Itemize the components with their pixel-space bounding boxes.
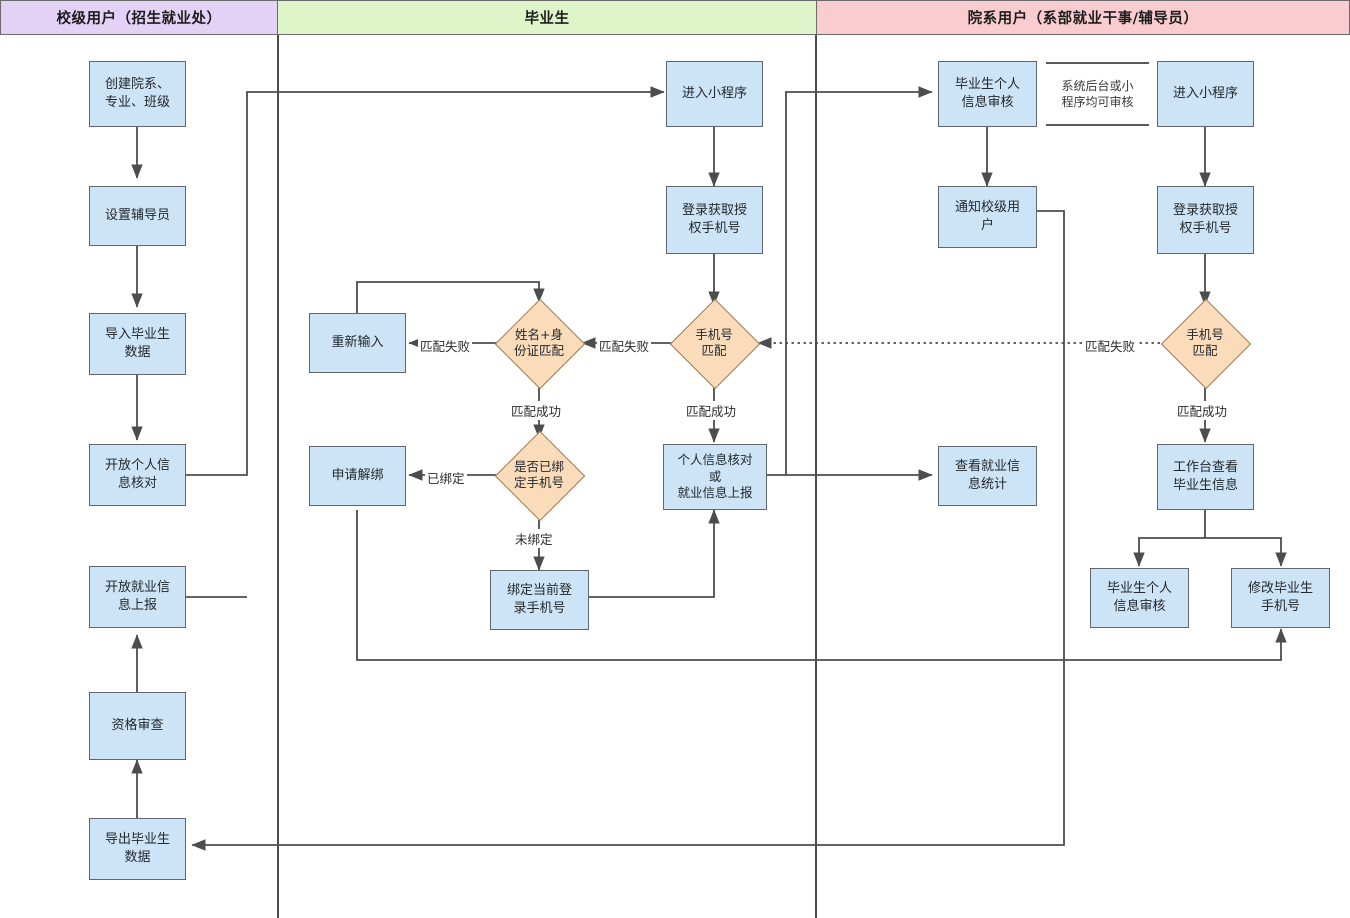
edge-label-grad-phonematch-ok: 匹配成功	[684, 401, 739, 420]
edge-label-unbound: 未绑定	[513, 529, 555, 548]
lane-divider-1	[277, 35, 279, 918]
node-grad-unbind-request[interactable]: 申请解绑	[309, 446, 406, 506]
node-grad-bind-current-phone[interactable]: 绑定当前登 录手机号	[490, 570, 589, 630]
node-dept-workbench[interactable]: 工作台查看 毕业生信息	[1157, 444, 1254, 510]
node-qualification-review[interactable]: 资格审查	[89, 692, 186, 760]
note-audit-channels: 系统后台或小 程序均可审核	[1046, 62, 1149, 126]
edge-label-dept-phonematch-ok: 匹配成功	[1175, 401, 1230, 420]
node-dept-grad-audit-label: 毕业生个人 信息审核	[954, 77, 1020, 110]
edge-label-bound: 已绑定	[425, 468, 467, 487]
node-dept-modify-grad-phone-label: 修改毕业生 手机号	[1247, 581, 1313, 614]
node-grad-bound-question-label: 是否已绑 定手机号	[513, 458, 564, 490]
node-grad-enter-app-label: 进入小程序	[681, 86, 747, 102]
node-create-org[interactable]: 创建院系、 专业、班级	[89, 61, 186, 127]
node-set-counselor-label: 设置辅导员	[104, 208, 170, 224]
node-grad-login-phone[interactable]: 登录获取授 权手机号	[666, 186, 763, 254]
node-grad-enter-app[interactable]: 进入小程序	[666, 61, 763, 127]
node-qualification-review-label: 资格审查	[111, 718, 164, 734]
edge-bindphone-to-report	[589, 509, 720, 598]
node-dept-notify-school[interactable]: 通知校级用 户	[938, 186, 1037, 248]
edge-notify-to-export	[191, 210, 1065, 851]
lane-header-department: 院系用户（系部就业干事/辅导员）	[816, 0, 1350, 35]
edge-label-phonematch-fail: 匹配失败	[597, 336, 652, 355]
node-import-data[interactable]: 导入毕业生 数据	[89, 313, 186, 375]
node-grad-reinput-label: 重新输入	[331, 335, 384, 351]
edge-workbench-to-audit2	[1133, 510, 1206, 567]
node-dept-login-phone[interactable]: 登录获取授 权手机号	[1157, 186, 1254, 254]
edge-openpersonal-to-enterapp	[186, 86, 665, 476]
node-dept-grad-audit-2[interactable]: 毕业生个人 信息审核	[1090, 568, 1189, 628]
lane-divider-2	[815, 35, 817, 918]
node-open-employment-report[interactable]: 开放就业信 息上报	[89, 566, 186, 628]
node-open-personal-check-label: 开放个人信 息核对	[104, 458, 170, 491]
lane-header-graduate-label: 毕业生	[524, 11, 570, 27]
node-import-data-label: 导入毕业生 数据	[104, 327, 170, 360]
node-dept-phone-match[interactable]: 手机号 匹配	[1160, 298, 1252, 390]
node-open-employment-report-label: 开放就业信 息上报	[104, 580, 170, 613]
node-grad-name-id-match[interactable]: 姓名+身 份证匹配	[494, 298, 586, 390]
node-grad-bound-question[interactable]: 是否已绑 定手机号	[494, 430, 586, 522]
node-open-personal-check[interactable]: 开放个人信 息核对	[89, 444, 186, 506]
edge-workbench-to-modifyphone	[1205, 537, 1287, 567]
node-grad-unbind-request-label: 申请解绑	[331, 468, 384, 484]
edge-label-nameid-fail: 匹配失败	[418, 336, 473, 355]
node-grad-bind-current-phone-label: 绑定当前登 录手机号	[506, 583, 572, 616]
lane-header-school-label: 校级用户（招生就业处）	[56, 11, 222, 27]
node-dept-enter-app[interactable]: 进入小程序	[1157, 61, 1254, 127]
node-dept-grad-audit-2-label: 毕业生个人 信息审核	[1106, 581, 1172, 614]
lane-header-graduate: 毕业生	[277, 0, 817, 35]
edge-report-to-deptaudit	[767, 86, 933, 476]
node-grad-report[interactable]: 个人信息核对 或 就业信息上报	[663, 444, 767, 510]
node-dept-modify-grad-phone[interactable]: 修改毕业生 手机号	[1231, 568, 1330, 628]
node-grad-report-label: 个人信息核对 或 就业信息上报	[677, 451, 753, 501]
note-audit-channels-label: 系统后台或小 程序均可审核	[1061, 78, 1134, 109]
node-export-data[interactable]: 导出毕业生 数据	[89, 818, 186, 880]
node-dept-login-phone-label: 登录获取授 权手机号	[1172, 203, 1238, 236]
node-dept-notify-school-label: 通知校级用 户	[954, 200, 1020, 233]
edge-label-dept-phonematch-fail: 匹配失败	[1083, 336, 1138, 355]
node-export-data-label: 导出毕业生 数据	[104, 832, 170, 865]
lane-header-school: 校级用户（招生就业处）	[0, 0, 278, 35]
node-grad-name-id-match-label: 姓名+身 份证匹配	[513, 326, 564, 358]
node-dept-workbench-label: 工作台查看 毕业生信息	[1172, 460, 1238, 493]
node-dept-employment-stats[interactable]: 查看就业信 息统计	[938, 446, 1037, 506]
edge-label-nameid-ok: 匹配成功	[509, 401, 564, 420]
node-create-org-label: 创建院系、 专业、班级	[104, 77, 170, 110]
node-dept-enter-app-label: 进入小程序	[1172, 86, 1238, 102]
node-dept-employment-stats-label: 查看就业信 息统计	[954, 459, 1020, 492]
node-dept-grad-audit[interactable]: 毕业生个人 信息审核	[938, 61, 1037, 127]
lane-header-department-label: 院系用户（系部就业干事/辅导员）	[967, 11, 1199, 27]
node-dept-phone-match-label: 手机号 匹配	[1186, 326, 1224, 358]
node-grad-phone-match[interactable]: 手机号 匹配	[669, 298, 761, 390]
node-grad-phone-match-label: 手机号 匹配	[695, 326, 733, 358]
node-grad-reinput[interactable]: 重新输入	[309, 313, 406, 373]
node-grad-login-phone-label: 登录获取授 权手机号	[681, 203, 747, 236]
node-set-counselor[interactable]: 设置辅导员	[89, 186, 186, 246]
